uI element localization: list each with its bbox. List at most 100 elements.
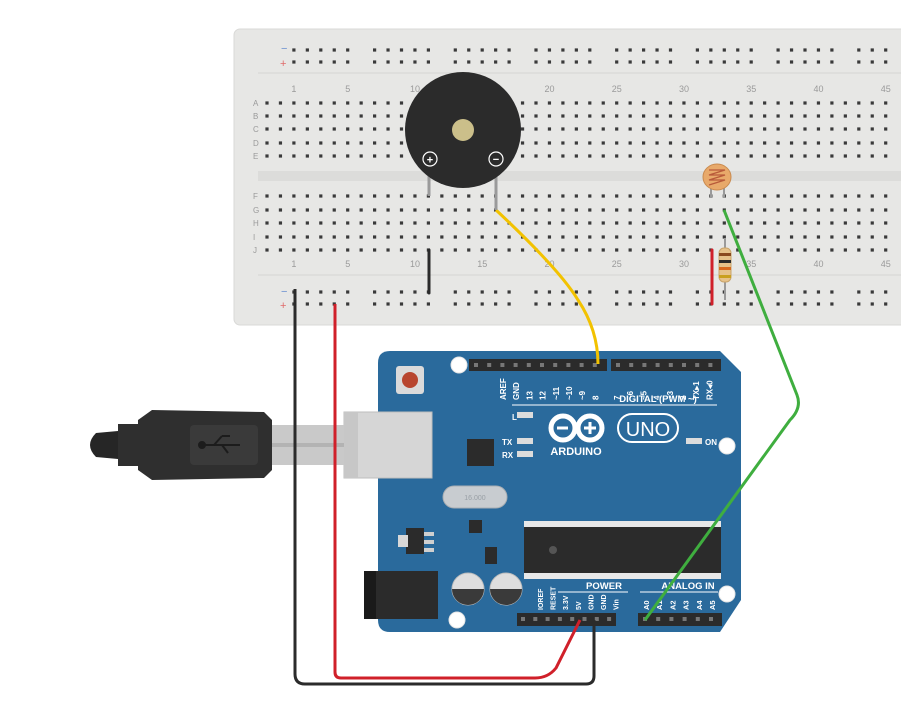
rail-hole[interactable] <box>884 302 888 306</box>
breadboard-hole[interactable] <box>265 154 269 158</box>
breadboard-hole[interactable] <box>628 221 632 225</box>
breadboard-hole[interactable] <box>520 194 525 198</box>
rail-hole[interactable] <box>776 290 780 294</box>
rail-hole[interactable] <box>467 48 471 52</box>
breadboard-hole[interactable] <box>305 194 309 198</box>
breadboard-hole[interactable] <box>413 194 417 198</box>
breadboard-hole[interactable] <box>749 221 753 225</box>
breadboard-hole[interactable] <box>857 154 861 158</box>
breadboard-hole[interactable] <box>346 101 350 105</box>
breadboard-hole[interactable] <box>789 208 794 212</box>
breadboard-hole[interactable] <box>736 154 740 158</box>
breadboard-hole[interactable] <box>830 154 834 158</box>
rail-hole[interactable] <box>870 302 874 306</box>
breadboard-hole[interactable] <box>292 127 296 131</box>
breadboard-hole[interactable] <box>870 221 874 225</box>
rail-hole[interactable] <box>695 290 699 294</box>
breadboard-hole[interactable] <box>534 101 538 105</box>
rail-hole[interactable] <box>413 290 417 294</box>
breadboard-hole[interactable] <box>561 141 565 145</box>
breadboard-hole[interactable] <box>857 221 861 225</box>
breadboard-hole[interactable] <box>588 114 592 118</box>
breadboard-hole[interactable] <box>319 127 323 131</box>
rail-hole[interactable] <box>857 48 861 52</box>
breadboard-hole[interactable] <box>305 141 309 145</box>
rail-hole[interactable] <box>655 302 659 306</box>
breadboard-hole[interactable] <box>534 235 538 239</box>
breadboard-hole[interactable] <box>628 101 632 105</box>
breadboard-hole[interactable] <box>789 235 794 239</box>
breadboard-hole[interactable] <box>655 154 659 158</box>
breadboard-hole[interactable] <box>843 221 847 225</box>
header-pin[interactable] <box>526 363 531 367</box>
breadboard-hole[interactable] <box>628 194 632 198</box>
header-pin[interactable] <box>695 617 700 621</box>
rail-hole[interactable] <box>494 302 498 306</box>
breadboard-hole[interactable] <box>601 221 605 225</box>
breadboard-hole[interactable] <box>359 101 363 105</box>
breadboard-hole[interactable] <box>776 141 780 145</box>
breadboard-hole[interactable] <box>830 221 834 225</box>
breadboard-hole[interactable] <box>574 235 578 239</box>
rail-hole[interactable] <box>749 290 753 294</box>
breadboard-hole[interactable] <box>763 235 767 239</box>
breadboard-hole[interactable] <box>884 235 888 239</box>
breadboard-hole[interactable] <box>305 248 309 252</box>
breadboard-hole[interactable] <box>265 235 269 239</box>
rail-hole[interactable] <box>547 60 552 64</box>
breadboard-hole[interactable] <box>736 221 740 225</box>
breadboard-hole[interactable] <box>816 221 821 225</box>
header-pin[interactable] <box>594 617 599 621</box>
rail-hole[interactable] <box>305 302 309 306</box>
breadboard-hole[interactable] <box>763 208 767 212</box>
breadboard-hole[interactable] <box>399 127 404 131</box>
rail-hole[interactable] <box>776 60 780 64</box>
breadboard-hole[interactable] <box>319 235 323 239</box>
breadboard-hole[interactable] <box>561 208 565 212</box>
breadboard-hole[interactable] <box>292 221 296 225</box>
breadboard-hole[interactable] <box>453 221 457 225</box>
breadboard-hole[interactable] <box>332 114 336 118</box>
rail-hole[interactable] <box>494 290 498 294</box>
breadboard-hole[interactable] <box>615 141 619 145</box>
breadboard-hole[interactable] <box>520 154 525 158</box>
breadboard-hole[interactable] <box>601 101 605 105</box>
rail-hole[interactable] <box>467 302 471 306</box>
breadboard-hole[interactable] <box>588 154 592 158</box>
breadboard-hole[interactable] <box>668 114 673 118</box>
breadboard-hole[interactable] <box>615 127 619 131</box>
breadboard-hole[interactable] <box>789 194 794 198</box>
breadboard-hole[interactable] <box>278 127 283 131</box>
breadboard-hole[interactable] <box>642 127 646 131</box>
rail-hole[interactable] <box>332 48 336 52</box>
breadboard-hole[interactable] <box>373 221 377 225</box>
breadboard-hole[interactable] <box>507 208 511 212</box>
rail-hole[interactable] <box>655 48 659 52</box>
breadboard-hole[interactable] <box>709 221 713 225</box>
header-pin[interactable] <box>682 617 687 621</box>
header-pin[interactable] <box>545 617 550 621</box>
breadboard-hole[interactable] <box>440 235 444 239</box>
breadboard-hole[interactable] <box>803 208 807 212</box>
breadboard-hole[interactable] <box>265 114 269 118</box>
rail-hole[interactable] <box>695 48 699 52</box>
breadboard-hole[interactable] <box>870 127 874 131</box>
breadboard-hole[interactable] <box>722 154 726 158</box>
breadboard-hole[interactable] <box>642 235 646 239</box>
breadboard-hole[interactable] <box>857 101 861 105</box>
rail-hole[interactable] <box>588 302 592 306</box>
rail-hole[interactable] <box>816 60 821 64</box>
breadboard-hole[interactable] <box>561 154 565 158</box>
breadboard-hole[interactable] <box>655 208 659 212</box>
breadboard-hole[interactable] <box>494 248 498 252</box>
breadboard-hole[interactable] <box>816 208 821 212</box>
rail-hole[interactable] <box>467 60 471 64</box>
breadboard-hole[interactable] <box>695 114 699 118</box>
breadboard-hole[interactable] <box>668 235 673 239</box>
breadboard-hole[interactable] <box>695 154 699 158</box>
header-pin[interactable] <box>513 363 518 367</box>
breadboard-hole[interactable] <box>628 141 632 145</box>
breadboard-hole[interactable] <box>346 248 350 252</box>
breadboard-hole[interactable] <box>668 141 673 145</box>
breadboard-hole[interactable] <box>440 221 444 225</box>
